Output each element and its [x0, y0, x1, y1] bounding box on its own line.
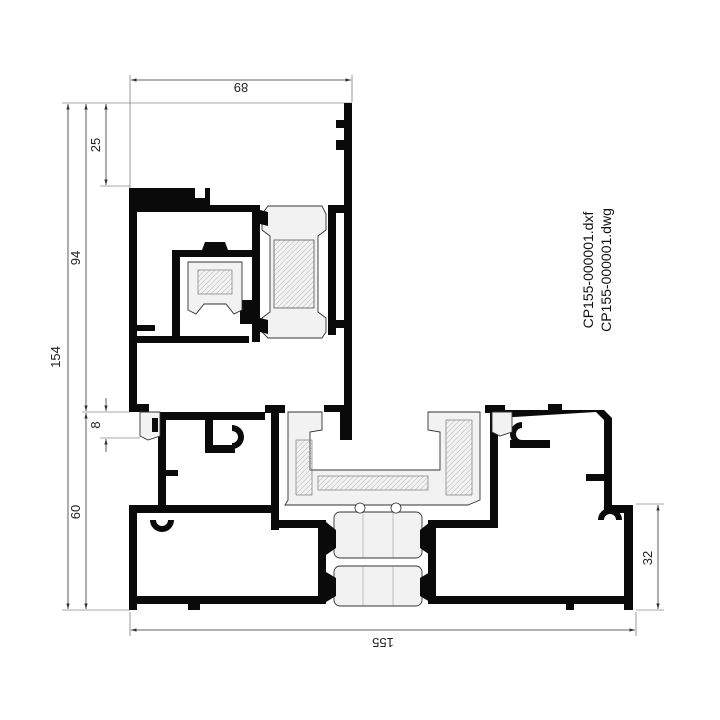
frame-thermal-break-lower [326, 502, 430, 607]
dim-60-label: 60 [68, 505, 83, 519]
dxf-filename: CP155-000001.dxf [580, 212, 596, 329]
sash-gasket [139, 411, 513, 441]
dim-154-label: 154 [48, 346, 63, 368]
dim-32-label: 32 [640, 551, 655, 565]
sash-thermal-break [260, 205, 327, 339]
dim-94-label: 94 [68, 251, 83, 265]
dwg-filename: CP155-000001.dwg [598, 208, 614, 332]
dim-25-label: 25 [88, 138, 103, 152]
dim-8-label: 8 [88, 421, 103, 428]
dim-155-label: 155 [372, 635, 394, 650]
sash-profile [129, 103, 352, 440]
frame-profile [129, 404, 633, 610]
glazing-insert [187, 261, 243, 315]
frame-thermal-break-upper [284, 411, 481, 506]
dim-89-label: 89 [234, 80, 248, 95]
dimension-lines [62, 75, 664, 636]
